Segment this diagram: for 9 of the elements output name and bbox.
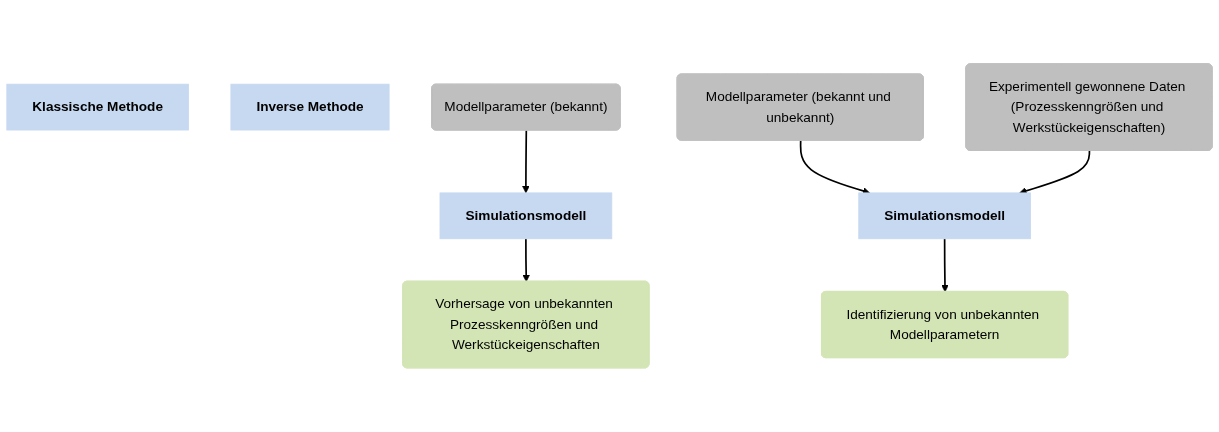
node-box: Klassische Methode xyxy=(6,83,189,131)
arrow xyxy=(1019,150,1091,195)
node-box: Simulationsmodell xyxy=(858,192,1031,240)
node-box: Simulationsmodell xyxy=(439,192,613,240)
node-box: Inverse Methode xyxy=(230,83,390,131)
arrow xyxy=(522,129,530,194)
arrow xyxy=(799,140,870,195)
arrow xyxy=(522,238,530,283)
arrow xyxy=(941,238,949,293)
